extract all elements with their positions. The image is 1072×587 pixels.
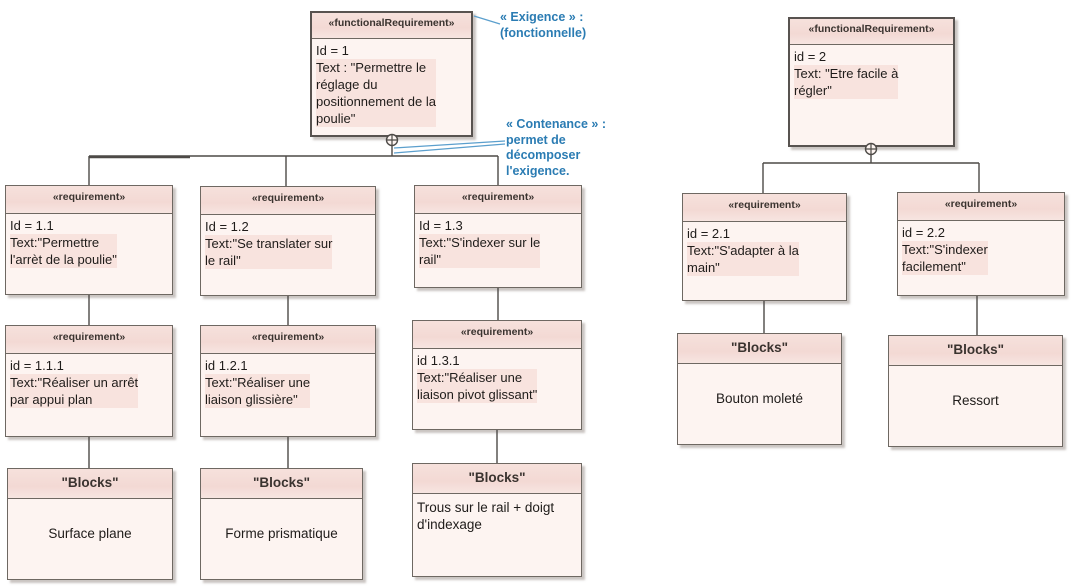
stereotype-label: «requirement» (415, 186, 581, 214)
stereotype-label: «functionalRequirement» (312, 13, 471, 39)
block-ressort-box: "Blocks" Ressort (888, 335, 1063, 447)
stereotype-label: «requirement» (6, 186, 172, 214)
blocks-label: "Blocks" (889, 336, 1062, 366)
requirement-id: id = 2.1 (687, 226, 731, 241)
stereotype-label: «requirement» (201, 326, 375, 354)
requirement-id: Id = 1.3 (419, 218, 463, 233)
blocks-label: "Blocks" (413, 464, 581, 494)
stereotype-label: «requirement» (683, 194, 846, 222)
functional-requirement-2-box: «functionalRequirement» id = 2 Text: "Et… (788, 17, 955, 147)
annotation-contenance: « Contenance » : permet de décomposer l'… (506, 117, 607, 178)
block-surface-plane-box: "Blocks" Surface plane (7, 468, 173, 580)
requirement-id: id 1.3.1 (417, 353, 460, 368)
requirement-2-2-box: «requirement» id = 2.2 Text:"S'indexer f… (897, 192, 1065, 296)
block-trous-rail-box: "Blocks" Trous sur le rail + doigt d'ind… (412, 463, 582, 577)
requirement-id: Id = 1 (316, 43, 349, 58)
requirement-text: Text:"Réaliser une liaison glissière" (205, 374, 311, 408)
block-name: Ressort (952, 393, 999, 408)
functional-requirement-1-box: «functionalRequirement» Id = 1 Text : "P… (310, 11, 473, 137)
block-name: Forme prismatique (225, 526, 338, 541)
requirement-id: id = 2.2 (902, 225, 946, 240)
requirement-text: Text : "Permettre le réglage du position… (316, 59, 436, 127)
stereotype-label: «requirement» (6, 326, 172, 354)
requirement-text: Text:"Permettre l'arrèt de la poulie" (10, 234, 117, 268)
annotation-exigence: « Exigence » : (fonctionnelle) (500, 10, 587, 40)
block-forme-prismatique-box: "Blocks" Forme prismatique (200, 468, 363, 580)
stereotype-label: «requirement» (898, 193, 1064, 221)
block-name: Bouton moleté (715, 391, 804, 406)
block-name: Trous sur le rail + doigt d'indexage (417, 500, 555, 532)
requirement-text: Text:"S'adapter à la main" (687, 242, 799, 276)
requirement-1-3-box: «requirement» Id = 1.3 Text:"S'indexer s… (414, 185, 582, 288)
requirement-id: id = 2 (794, 49, 827, 64)
requirement-id: id = 1.1.1 (10, 358, 64, 373)
requirement-text: Text:"Se translater sur le rail" (205, 235, 333, 269)
requirement-1-1-box: «requirement» Id = 1.1 Text:"Permettre l… (5, 185, 173, 295)
annotation-leader-line (393, 140, 506, 149)
requirement-id: id 1.2.1 (205, 358, 248, 373)
requirement-text: Text:"S'indexer sur le rail" (419, 234, 541, 268)
requirement-1-3-1-box: «requirement» id 1.3.1 Text:"Réaliser un… (412, 320, 582, 430)
blocks-label: "Blocks" (678, 334, 841, 364)
requirement-id: Id = 1.1 (10, 218, 54, 233)
requirement-1-2-1-box: «requirement» id 1.2.1 Text:"Réaliser un… (200, 325, 376, 437)
stereotype-label: «functionalRequirement» (790, 19, 953, 45)
blocks-label: "Blocks" (201, 469, 362, 499)
blocks-label: "Blocks" (8, 469, 172, 499)
requirement-text: Text: "Etre facile à régler" (794, 65, 899, 99)
requirement-id: Id = 1.2 (205, 219, 249, 234)
requirement-1-1-1-box: «requirement» id = 1.1.1 Text:"Réaliser … (5, 325, 173, 437)
requirement-text: Text:"Réaliser une liaison pivot glissan… (417, 369, 538, 403)
block-name: Surface plane (48, 526, 132, 541)
requirement-2-1-box: «requirement» id = 2.1 Text:"S'adapter à… (682, 193, 847, 301)
requirement-text: Text:"Réaliser un arrêt par appui plan (10, 374, 139, 408)
stereotype-label: «requirement» (201, 187, 375, 215)
requirement-1-2-box: «requirement» Id = 1.2 Text:"Se translat… (200, 186, 376, 296)
stereotype-label: «requirement» (413, 321, 581, 349)
requirement-text: Text:"S'indexer facilement" (902, 241, 988, 275)
annotation-leader-line (393, 143, 506, 154)
annotation-leader-line (473, 15, 501, 25)
block-bouton-molete-box: "Blocks" Bouton moleté (677, 333, 842, 445)
